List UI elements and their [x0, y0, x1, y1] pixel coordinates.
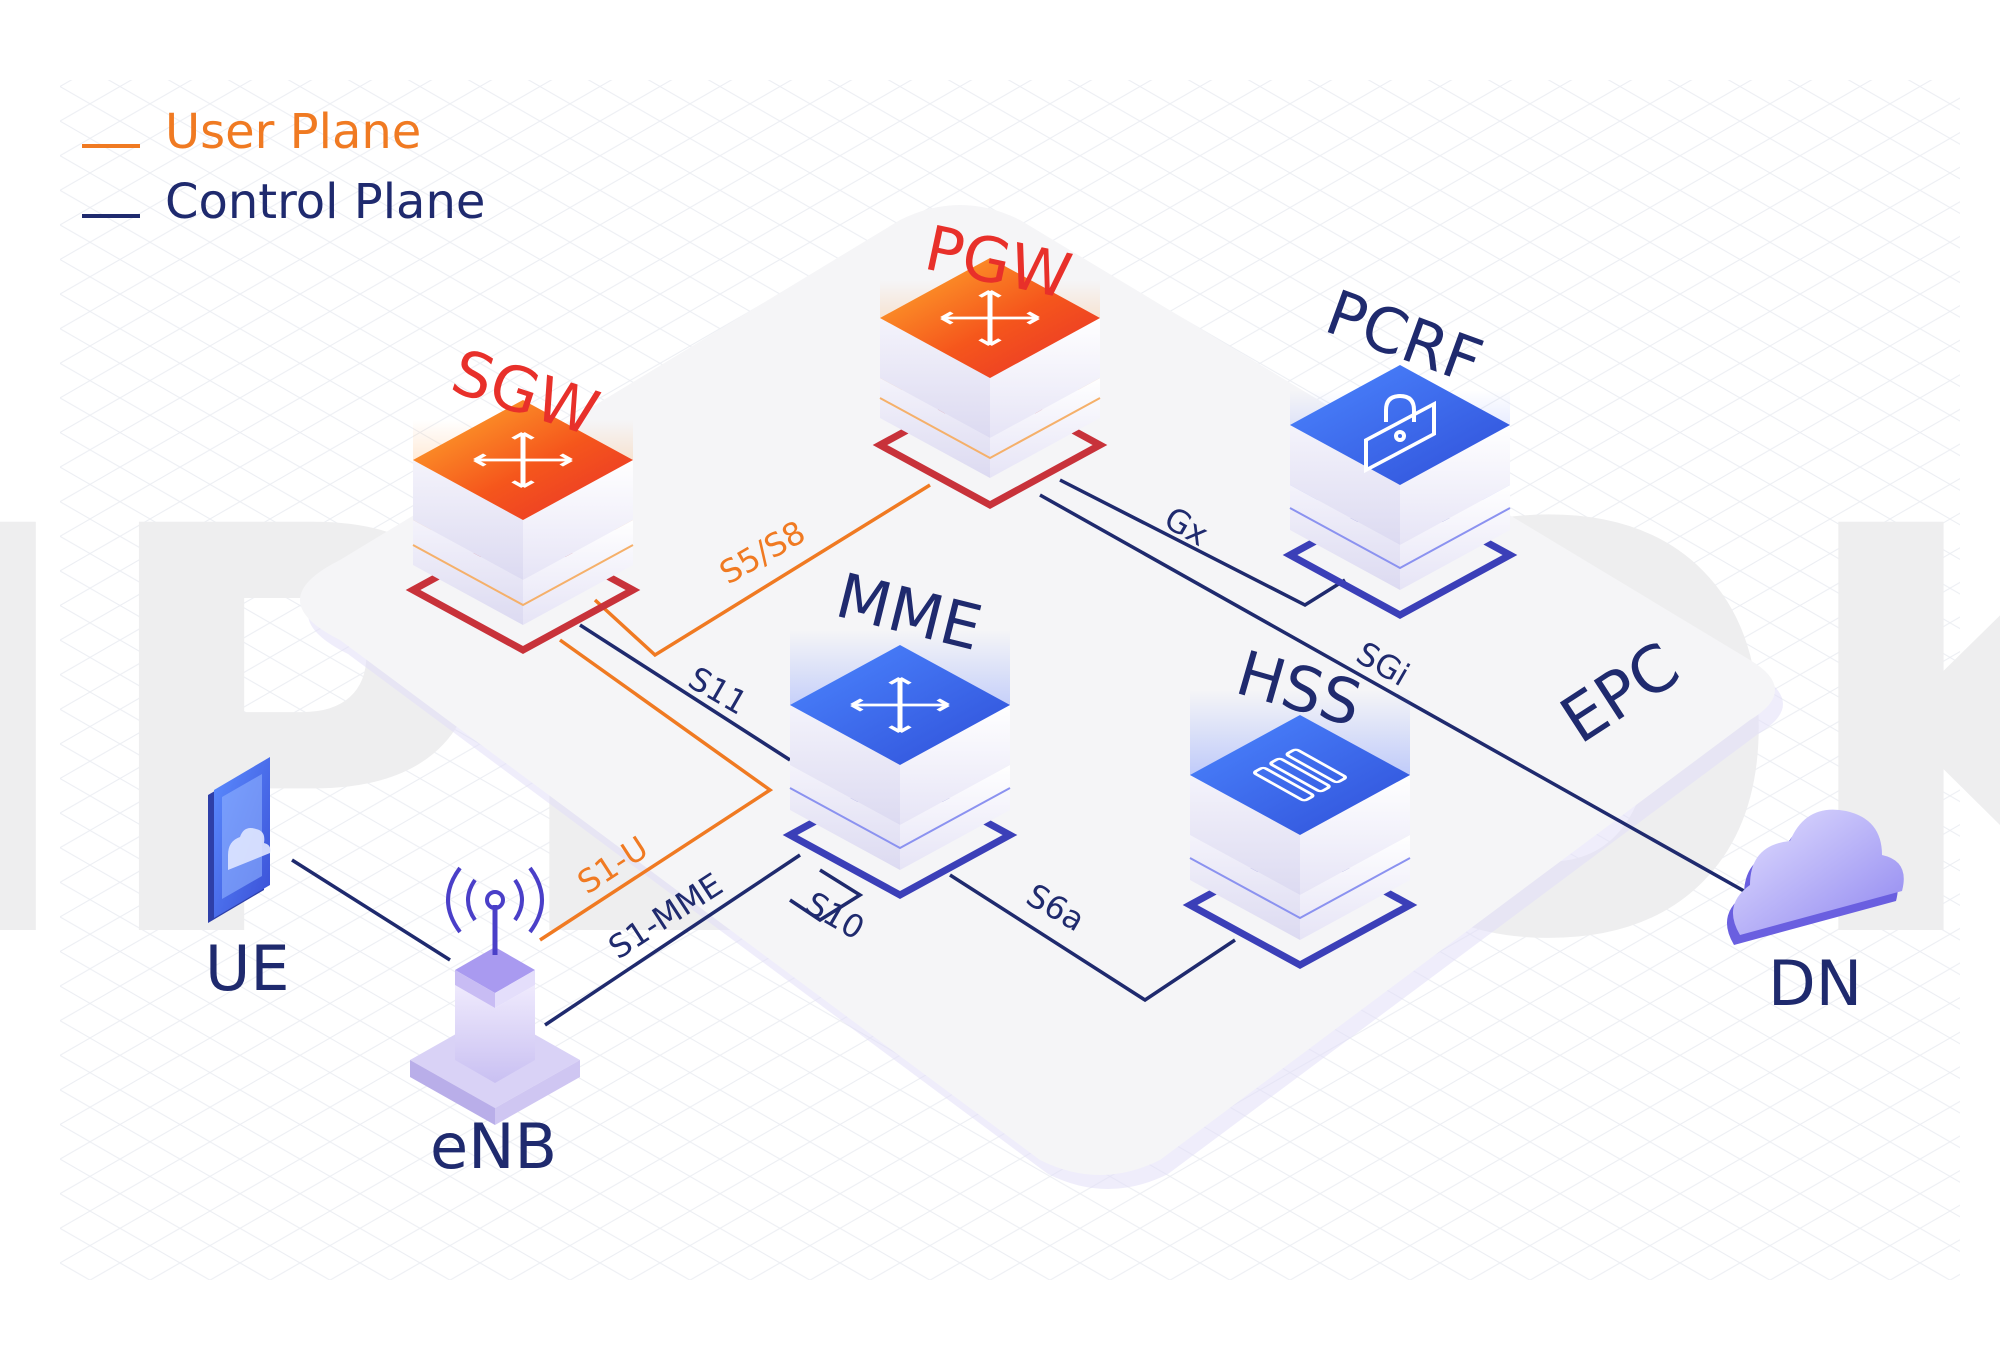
- smartphone-icon: [208, 757, 271, 923]
- router-cross-arrows-icon: [473, 432, 573, 488]
- link-s5s8: [593, 483, 931, 658]
- cloud-icon: [1726, 809, 1904, 945]
- node-ue[interactable]: UE: [205, 757, 290, 1005]
- link-s11: [579, 623, 791, 762]
- node-label-enb: eNB: [430, 1110, 557, 1183]
- legend-label-user-plane: User Plane: [165, 104, 421, 160]
- link-s1mme: [544, 853, 801, 1027]
- legend-item-user-plane: User Plane: [82, 104, 421, 160]
- node-sgw[interactable]: SGW: [405, 335, 641, 654]
- node-pcrf[interactable]: PCRF: [1282, 275, 1518, 619]
- padlock-icon: [1364, 393, 1436, 474]
- link-s6a: [949, 873, 1236, 1003]
- router-cross-arrows-icon: [850, 677, 950, 733]
- node-label-dn: DN: [1768, 947, 1862, 1020]
- epc-platform: [300, 205, 1783, 1189]
- radio-antenna-icon: [410, 866, 580, 1125]
- node-dn[interactable]: DN: [1726, 809, 1904, 1020]
- link-gx: [1059, 478, 1346, 608]
- legend-label-control-plane: Control Plane: [165, 174, 485, 230]
- router-cross-arrows-icon: [940, 290, 1040, 346]
- node-pgw[interactable]: PGW: [872, 211, 1108, 509]
- link-s1u: [539, 638, 774, 942]
- link-s10: [789, 868, 864, 923]
- link-ue-enb: [291, 858, 451, 962]
- legend: User Plane Control Plane: [82, 104, 485, 230]
- legend-item-control-plane: Control Plane: [82, 174, 485, 230]
- node-enb[interactable]: eNB: [410, 866, 580, 1183]
- node-label-ue: UE: [205, 932, 290, 1005]
- database-rack-icon: [1252, 748, 1348, 802]
